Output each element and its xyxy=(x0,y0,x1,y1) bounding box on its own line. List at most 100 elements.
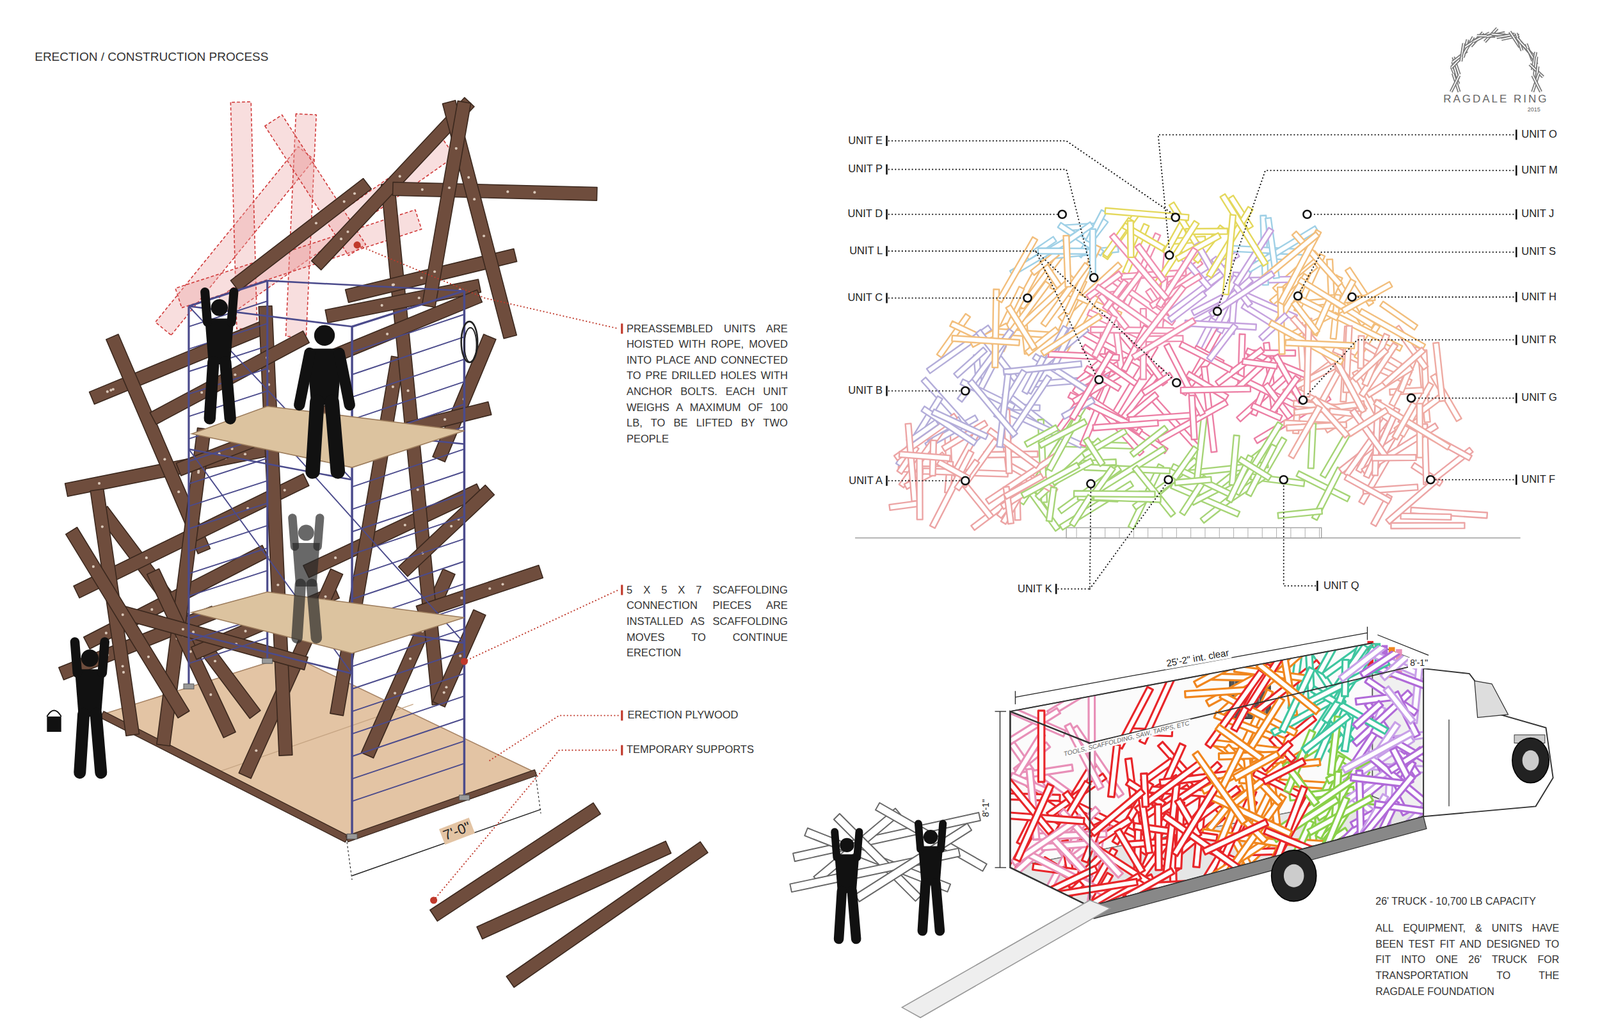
unit-member xyxy=(1038,710,1045,782)
unit-member xyxy=(1352,700,1384,729)
callout-note: TEMPORARY SUPPORTS xyxy=(626,743,754,756)
bolt-hole xyxy=(106,390,109,393)
bolt-hole xyxy=(467,176,470,179)
unit-member xyxy=(996,236,1038,303)
timber-plank xyxy=(392,182,598,201)
label-tick xyxy=(1316,580,1319,591)
unit-marker xyxy=(1213,307,1222,315)
unit-label: UNIT G xyxy=(1521,391,1558,404)
unit-member xyxy=(931,408,989,440)
unit-member xyxy=(1301,712,1351,753)
unit-member xyxy=(1392,401,1417,440)
scaffold-tube xyxy=(352,359,464,397)
person-arm xyxy=(74,641,78,674)
bolt-hole xyxy=(213,659,217,662)
unit-marker xyxy=(1426,475,1435,484)
carried-unit xyxy=(855,823,972,902)
label-tick xyxy=(1515,291,1518,303)
loading-ramp xyxy=(901,899,1110,1017)
scaffold-tube xyxy=(352,673,464,712)
unit-marker xyxy=(1023,293,1032,302)
unit-member xyxy=(1390,522,1465,528)
label-tick xyxy=(885,245,888,256)
bolt-hole xyxy=(433,270,436,273)
unit-label: UNIT O xyxy=(1521,128,1558,141)
unit-member xyxy=(1069,494,1093,527)
deck-slat xyxy=(1162,527,1163,538)
label-tick xyxy=(885,475,888,486)
bolt-hole xyxy=(346,230,349,233)
callout-tick xyxy=(620,323,623,334)
unit-member xyxy=(1400,513,1452,520)
wheel xyxy=(1512,737,1549,783)
deck-slat xyxy=(1247,527,1248,538)
label-tick xyxy=(1515,334,1518,345)
person-arm xyxy=(339,353,350,406)
person-leg xyxy=(922,882,926,931)
bolt-hole xyxy=(472,197,476,201)
scaffold-foot xyxy=(183,683,194,689)
unit-member xyxy=(953,346,987,378)
unit-member xyxy=(951,335,1020,345)
ragdale-ring-logo xyxy=(1450,28,1544,92)
person-arm xyxy=(299,353,310,406)
unit-member xyxy=(1347,407,1389,437)
scaffold-foot xyxy=(346,833,358,839)
unit-marker xyxy=(1294,291,1302,300)
person-head xyxy=(839,837,854,852)
scaffold-tube xyxy=(352,718,464,756)
unit-member xyxy=(1107,744,1120,797)
dimension-line xyxy=(1377,634,1429,656)
logo-year: 2015 xyxy=(1527,106,1541,114)
bolt-hole xyxy=(163,457,166,461)
unit-label: UNIT S xyxy=(1521,245,1556,258)
deck-slat xyxy=(1304,527,1306,538)
cab-door xyxy=(1448,719,1449,806)
unit-member xyxy=(1233,227,1273,287)
unit-member xyxy=(1130,425,1168,457)
deck-slat xyxy=(1319,527,1320,538)
person-head xyxy=(81,648,99,667)
scaffold-tube xyxy=(352,516,464,555)
leader-line xyxy=(1415,397,1513,399)
dome-elevation xyxy=(855,193,1521,538)
person-leg xyxy=(311,583,317,638)
label-tick xyxy=(1515,209,1518,220)
leader-line xyxy=(1283,483,1316,586)
leader-line xyxy=(464,589,619,662)
bolt-hole xyxy=(243,452,247,456)
bolt-hole xyxy=(145,556,148,559)
unit-member xyxy=(1291,300,1320,335)
leader-line xyxy=(1158,134,1514,251)
unit-label: UNIT B xyxy=(848,384,883,397)
truck-capacity: 26' TRUCK - 10,700 LB CAPACITY xyxy=(1375,894,1536,907)
leader-line xyxy=(888,140,1174,215)
unit-label: UNIT P xyxy=(848,162,883,176)
bucket xyxy=(46,716,61,732)
unit-member xyxy=(1014,783,1054,861)
bolt-hole xyxy=(92,565,95,568)
callout-tick xyxy=(620,584,623,595)
leader-line xyxy=(1089,483,1167,589)
unit-member xyxy=(1095,284,1157,331)
bolt-hole xyxy=(147,655,150,658)
unit-member xyxy=(1320,432,1350,479)
unit-marker xyxy=(1095,375,1103,384)
unit-member xyxy=(1073,490,1156,497)
bolt-hole xyxy=(482,234,486,237)
callout-tick xyxy=(620,744,623,756)
unit-member xyxy=(1189,394,1198,440)
scaffold-tube xyxy=(188,503,268,529)
unit-label: UNIT A xyxy=(848,474,883,488)
worker-silhouette xyxy=(204,291,234,419)
scaffold-foot xyxy=(458,794,470,800)
unit-member xyxy=(1256,661,1320,714)
unit-label: UNIT L xyxy=(849,244,883,258)
bolt-hole xyxy=(393,691,397,695)
unit-marker xyxy=(1086,480,1095,488)
unit-label: UNIT D xyxy=(847,207,883,221)
unit-member xyxy=(1215,723,1264,761)
unit-label: UNIT H xyxy=(1521,290,1557,304)
bolt-hole xyxy=(455,147,458,150)
dimension-tick xyxy=(1367,626,1368,640)
